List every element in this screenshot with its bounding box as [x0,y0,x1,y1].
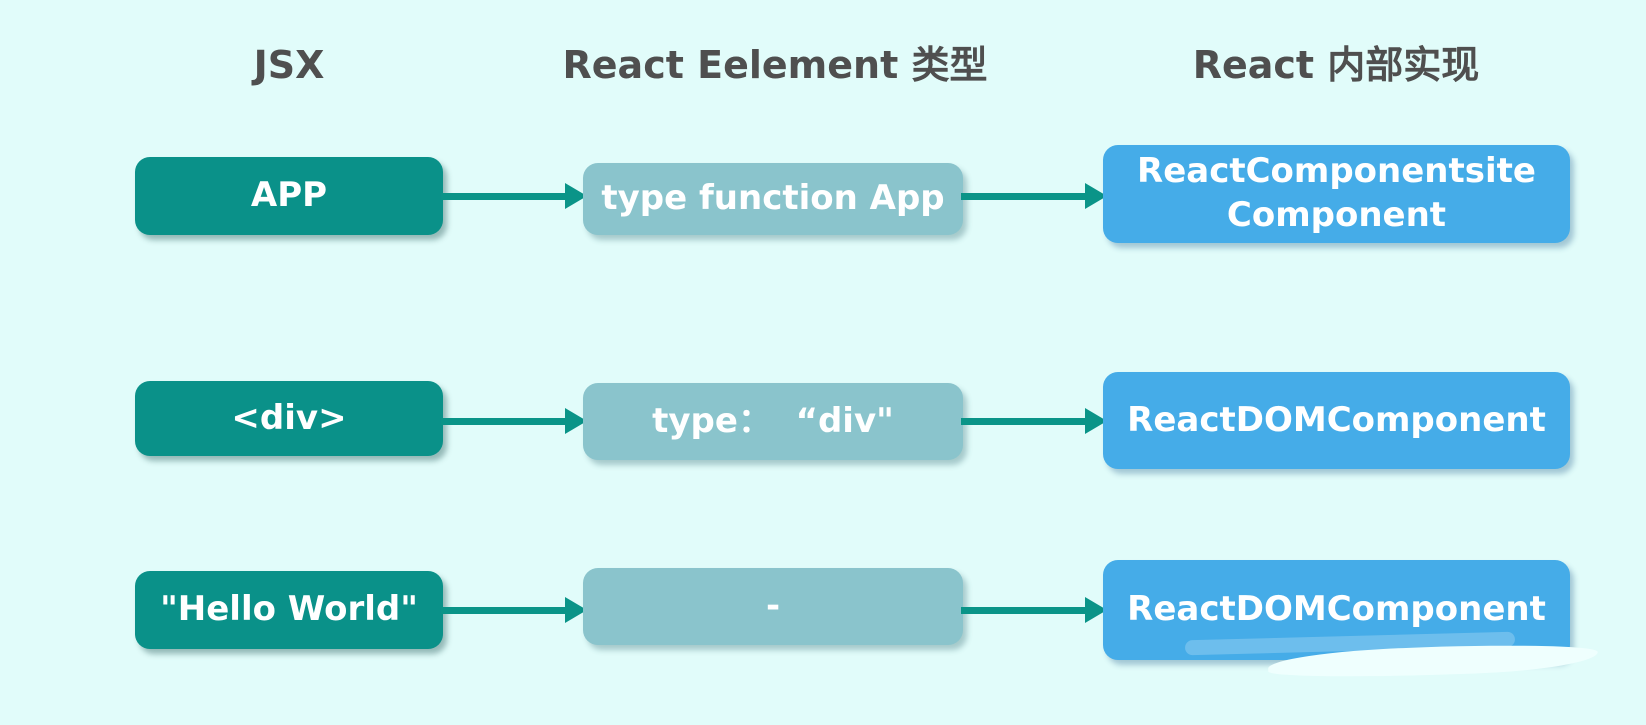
arrow-line [961,607,1091,614]
internal-box-label: ReactDOMComponent [1127,589,1546,630]
jsx-box-div: <div> [135,381,443,456]
element-box-label: type： “div" [652,400,894,441]
arrow-head-icon [565,408,587,434]
column-header-jsx: JSX [253,43,325,87]
arrow-head-icon [565,183,587,209]
arrow-head-icon [565,597,587,623]
column-header-react-element-type: React Eelement 类型 [562,43,988,87]
arrow-line [441,193,571,200]
jsx-box-app-label: APP [250,175,328,216]
internal-box-label: ReactDOMComponent [1127,399,1546,440]
arrow-head-icon [1085,597,1107,623]
internal-box-composite-component: ReactComponentsite Component [1103,145,1570,243]
element-box-type-div: type： “div" [583,383,963,460]
internal-box-dom-component-row2: ReactDOMComponent [1103,372,1570,469]
arrow-element-to-internal-row3 [961,597,1107,623]
arrow-line [961,193,1091,200]
arrow-line [441,418,571,425]
arrow-line [961,418,1091,425]
element-box-label: - [765,585,781,626]
jsx-box-hello-world-label: "Hello World" [160,589,418,630]
element-box-type-function-app: type function App [583,163,963,235]
internal-box-dom-component-row3: ReactDOMComponent [1103,560,1570,660]
element-box-label: type function App [601,178,945,219]
arrow-element-to-internal-row1 [961,183,1107,209]
internal-box-label: ReactComponentsite Component [1137,151,1536,235]
arrow-app-to-element [441,183,587,209]
arrow-element-to-internal-row2 [961,408,1107,434]
column-header-react-internal: React 内部实现 [1192,43,1480,87]
jsx-box-app: APP [135,157,443,235]
arrow-line [441,607,571,614]
arrow-head-icon [1085,408,1107,434]
arrow-hello-to-element [441,597,587,623]
arrow-head-icon [1085,183,1107,209]
jsx-box-div-label: <div> [231,397,347,438]
jsx-box-hello-world: "Hello World" [135,571,443,649]
arrow-div-to-element [441,408,587,434]
element-box-dash: - [583,568,963,645]
